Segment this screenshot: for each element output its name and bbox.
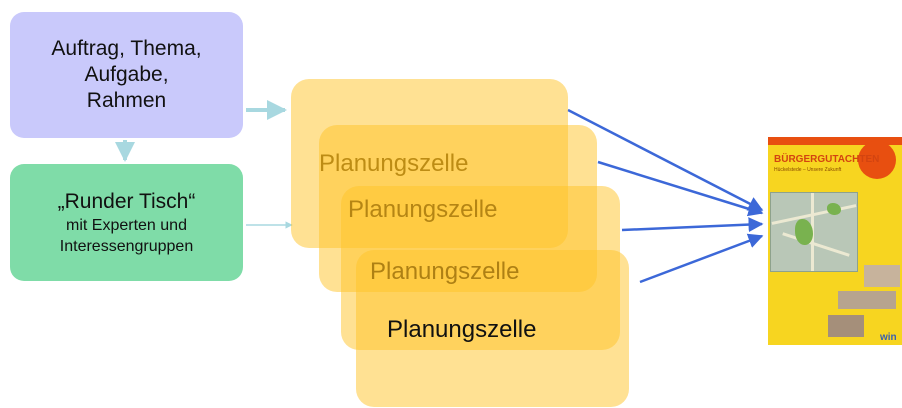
poster-photo-3 [828,315,864,337]
round-table-title: „Runder Tisch“ [57,190,196,213]
poster-logo: win [880,332,897,343]
poster-top-strip [768,137,902,145]
poster-subtitle: Hückelstede – Unsere Zukunft [774,167,842,173]
task-line-3: Rahmen [86,89,167,112]
round-table-box: „Runder Tisch“ mit Experten und Interess… [10,164,243,281]
task-line-2: Aufgabe, [84,63,169,86]
round-table-line-1: mit Experten und [66,217,187,234]
round-table-line-2: Interessengruppen [59,238,194,255]
poster-photo-2 [838,291,896,309]
poster-photo-1 [864,265,900,287]
task-line-1: Auftrag, Thema, [51,37,202,60]
planning-cell-4: Planungszelle [356,250,629,407]
poster-badge-icon [858,141,896,179]
arrow-cell-2-to-report [597,160,764,217]
arrow-cell-4-to-report [639,233,764,284]
task-box: Auftrag, Thema, Aufgabe, Rahmen [10,12,243,138]
poster-title: BÜRGERGUTACHTEN [774,154,880,165]
arrow-cell-1-to-report [567,108,764,212]
planning-cell-4-label: Planungszelle [387,316,537,343]
arrow-cell-3-to-report [621,217,764,233]
buergergutachten-poster: BÜRGERGUTACHTEN Hückelstede – Unsere Zuk… [768,137,902,345]
poster-map-image [770,192,858,272]
